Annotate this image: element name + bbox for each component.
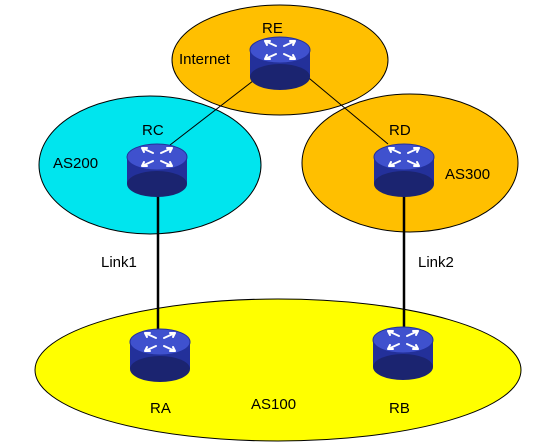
as200-label: AS200 xyxy=(53,155,98,172)
as100-region xyxy=(34,298,522,442)
as300-label: AS300 xyxy=(445,166,490,183)
router-ra-label: RA xyxy=(150,400,171,417)
link2-label: Link2 xyxy=(418,254,454,271)
link1-label: Link1 xyxy=(101,254,137,271)
internet-label: Internet xyxy=(179,51,231,68)
router-rd-icon[interactable] xyxy=(373,143,435,198)
router-rd-label: RD xyxy=(389,122,411,139)
router-rb-icon[interactable] xyxy=(372,326,434,381)
router-re-icon[interactable] xyxy=(249,36,311,91)
router-rb-label: RB xyxy=(389,400,410,417)
router-re-label: RE xyxy=(262,20,283,37)
link-rc-re xyxy=(169,73,263,146)
router-rc-label: RC xyxy=(142,122,164,139)
router-ra-icon[interactable] xyxy=(129,328,191,383)
as100-label: AS100 xyxy=(251,396,296,413)
link-rd-re xyxy=(303,73,389,145)
router-rc-icon[interactable] xyxy=(126,143,188,198)
